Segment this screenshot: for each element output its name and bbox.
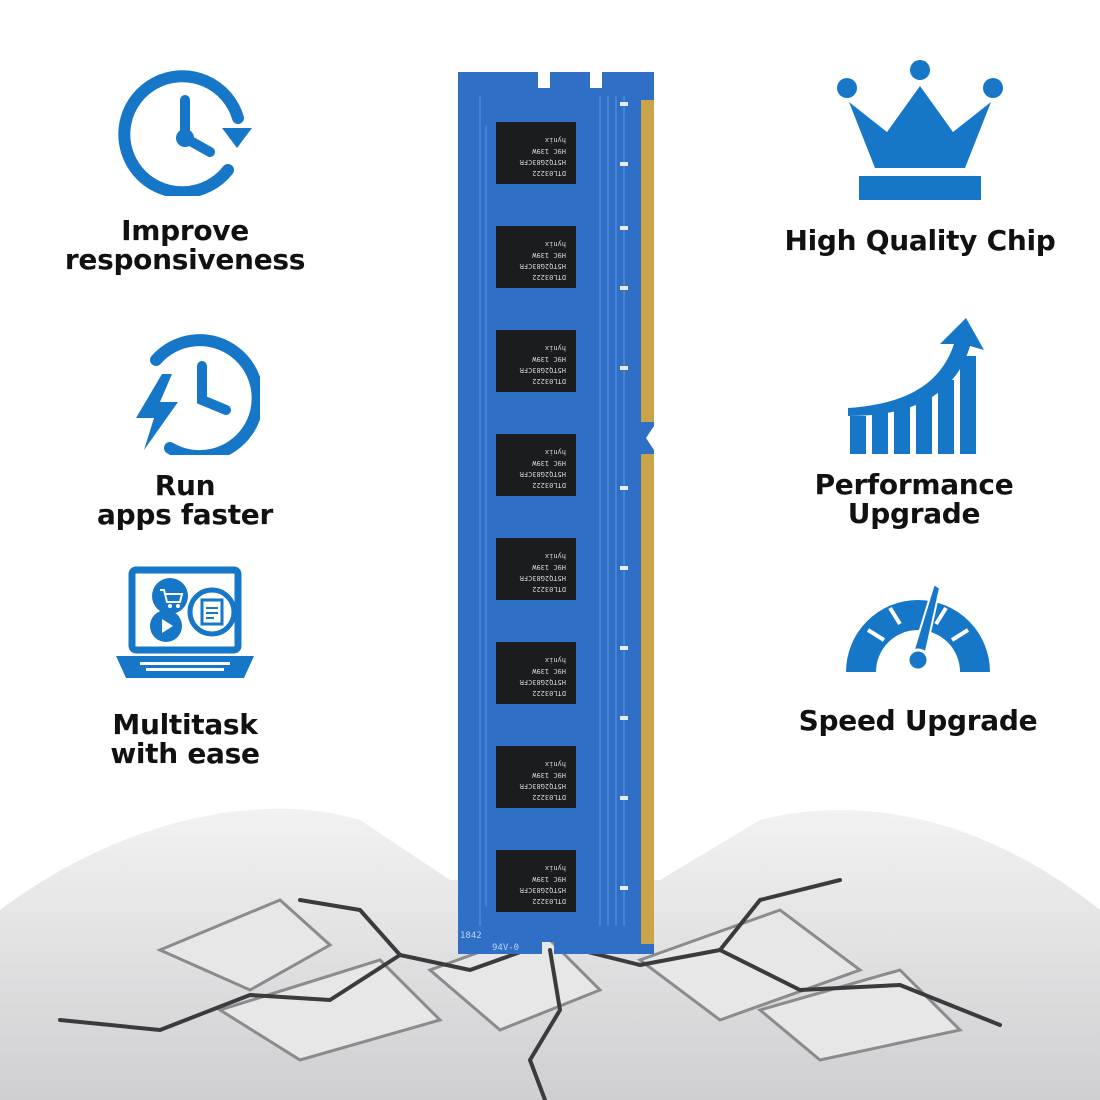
feature-multitask: Multitask with ease bbox=[60, 556, 310, 768]
speedometer-icon bbox=[846, 582, 990, 672]
memory-chip: DTL03222H5TQ2G83CFRH9C 139Whynix bbox=[496, 746, 576, 808]
chip-label: DTL03222H5TQ2G83CFRH9C 139Whynix bbox=[519, 344, 566, 385]
rising-bars-arrow-icon bbox=[848, 318, 984, 454]
feature-label: Improve responsiveness bbox=[64, 214, 306, 276]
pcb-marking-2: 94V-0 bbox=[492, 943, 519, 953]
memory-chip: DTL03222H5TQ2G83CFRH9C 139Whynix bbox=[496, 434, 576, 496]
chip-body bbox=[496, 642, 576, 704]
memory-chip: DTL03222H5TQ2G83CFRH9C 139Whynix bbox=[496, 226, 576, 288]
clock-lightning-icon bbox=[136, 334, 260, 455]
rock-slab-left bbox=[156, 898, 333, 992]
feature-label: Speed Upgrade bbox=[798, 704, 1038, 737]
chip-label: DTL03222H5TQ2G83CFRH9C 139Whynix bbox=[519, 656, 566, 697]
chip-body bbox=[496, 746, 576, 808]
feature-improve-responsiveness: Improve responsiveness bbox=[60, 66, 310, 274]
cracked-ground bbox=[0, 808, 1100, 1100]
laptop-multitask-icon bbox=[116, 566, 254, 678]
chip-body bbox=[496, 538, 576, 600]
smd-components bbox=[620, 102, 628, 890]
chip-label: DTL03222H5TQ2G83CFRH9C 139Whynix bbox=[519, 864, 566, 905]
chip-label: DTL03222H5TQ2G83CFRH9C 139Whynix bbox=[519, 240, 566, 281]
ram-module: DTL03222H5TQ2G83CFRH9C 139WhynixDTL03222… bbox=[458, 72, 654, 954]
clock-refresh-icon bbox=[118, 70, 252, 196]
feature-high-quality-chip: High Quality Chip bbox=[770, 58, 1070, 255]
feature-label: Performance Upgrade bbox=[814, 468, 1014, 530]
gold-pins-upper bbox=[641, 100, 654, 422]
rock-slab-right-2 bbox=[756, 968, 964, 1062]
chip-label: DTL03222H5TQ2G83CFRH9C 139Whynix bbox=[519, 448, 566, 489]
circuit-traces bbox=[479, 96, 625, 926]
crack-left bbox=[58, 943, 542, 1032]
chip-body bbox=[496, 122, 576, 184]
crack-down bbox=[528, 948, 562, 1100]
pcb-board bbox=[458, 72, 654, 954]
chip-body bbox=[496, 330, 576, 392]
feature-run-apps-faster: Run apps faster bbox=[60, 330, 310, 529]
rock-slab-left-2 bbox=[216, 958, 443, 1062]
memory-chip: DTL03222H5TQ2G83CFRH9C 139Whynix bbox=[496, 538, 576, 600]
chip-label: DTL03222H5TQ2G83CFRH9C 139Whynix bbox=[519, 552, 566, 593]
shopping-cart-icon bbox=[152, 578, 188, 614]
feature-speed-upgrade: Speed Upgrade bbox=[768, 580, 1068, 735]
memory-chip: DTL03222H5TQ2G83CFRH9C 139Whynix bbox=[496, 330, 576, 392]
crack-right bbox=[558, 943, 1002, 1027]
chip-body bbox=[496, 850, 576, 912]
memory-chip: DTL03222H5TQ2G83CFRH9C 139Whynix bbox=[496, 850, 576, 912]
chip-body bbox=[496, 434, 576, 496]
feature-label: Multitask with ease bbox=[110, 708, 260, 770]
crown-icon bbox=[837, 60, 1003, 200]
chip-label: DTL03222H5TQ2G83CFRH9C 139Whynix bbox=[519, 136, 566, 177]
pcb-marking-1: 1842 bbox=[460, 931, 482, 941]
memory-chip: DTL03222H5TQ2G83CFRH9C 139Whynix bbox=[496, 122, 576, 184]
crack-left-branch bbox=[298, 898, 402, 957]
crack-right-branch bbox=[718, 878, 842, 952]
feature-performance-upgrade: Performance Upgrade bbox=[764, 316, 1064, 528]
chip-label: DTL03222H5TQ2G83CFRH9C 139Whynix bbox=[519, 760, 566, 801]
memory-chips: DTL03222H5TQ2G83CFRH9C 139WhynixDTL03222… bbox=[496, 122, 576, 912]
gold-pins-lower bbox=[641, 454, 654, 944]
feature-label: Run apps faster bbox=[96, 469, 274, 531]
memory-chip: DTL03222H5TQ2G83CFRH9C 139Whynix bbox=[496, 642, 576, 704]
chip-body bbox=[496, 226, 576, 288]
feature-label: High Quality Chip bbox=[784, 224, 1056, 257]
